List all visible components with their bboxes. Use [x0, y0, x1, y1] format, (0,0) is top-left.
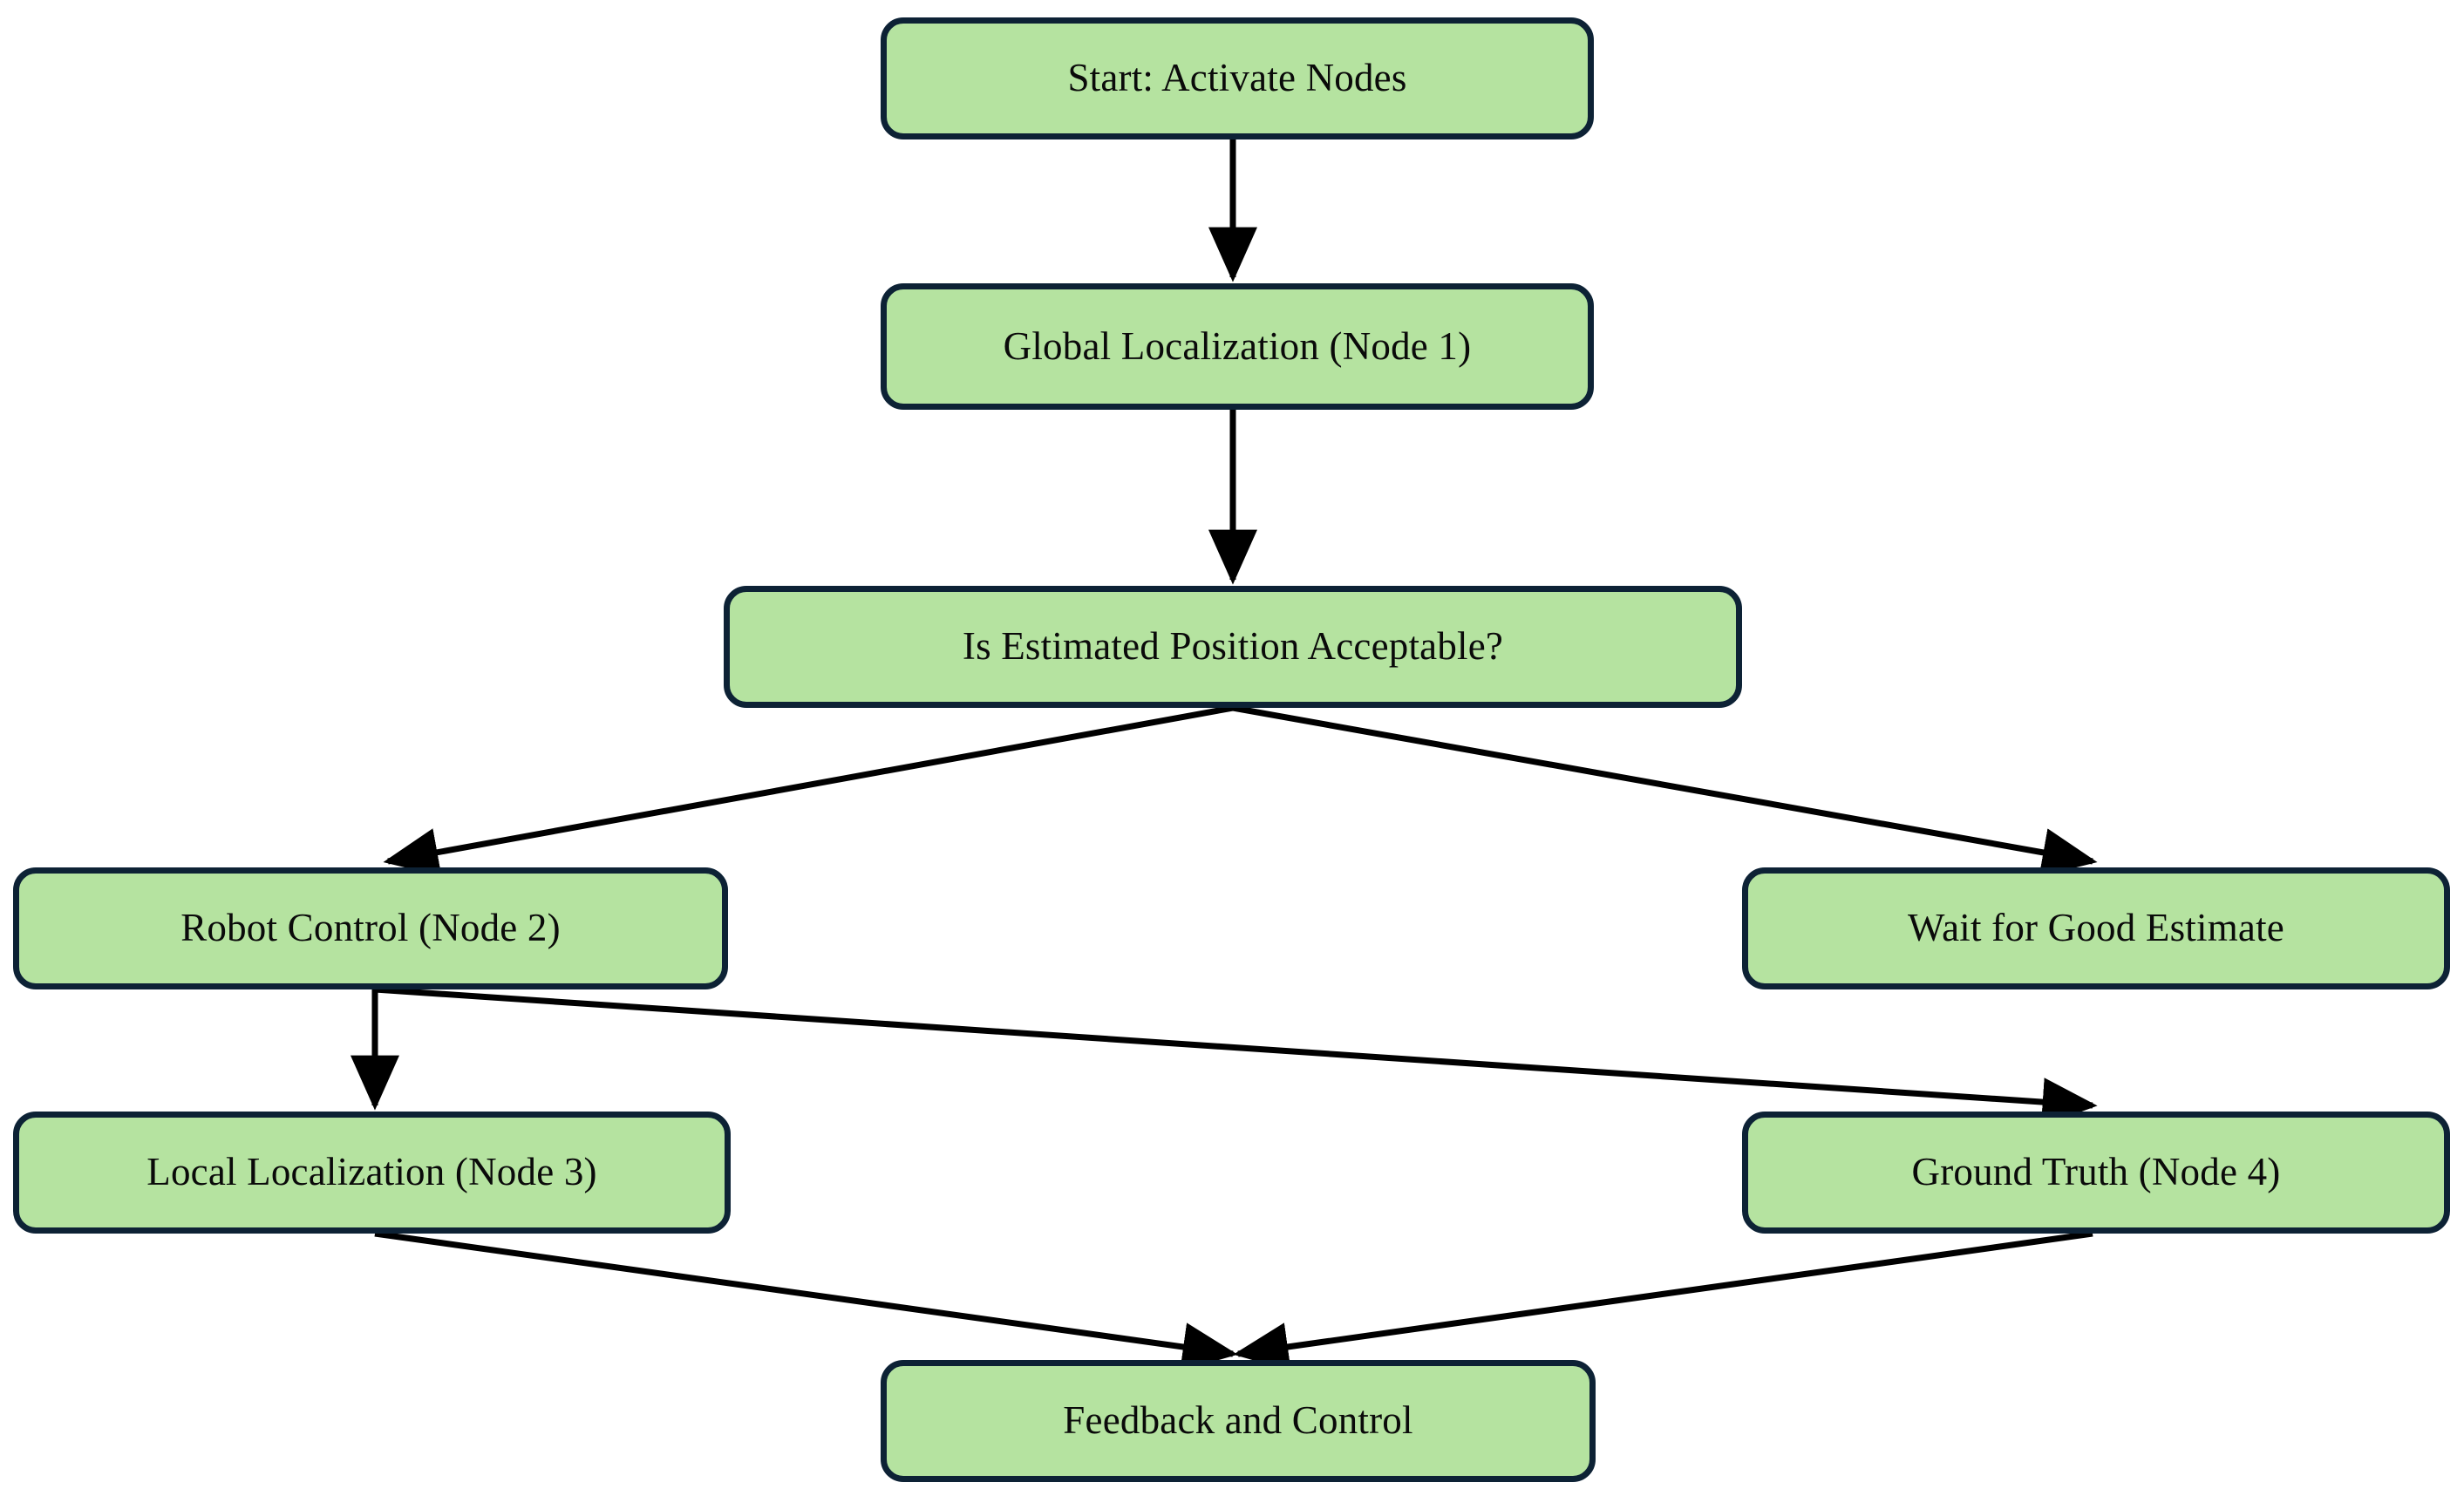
node-ground-truth[interactable]: Ground Truth (Node 4) — [1742, 1112, 2450, 1234]
edge-decision-to-wait-estimate — [1232, 704, 2098, 877]
node-start-label: Start: Activate Nodes — [1067, 56, 1407, 100]
node-global-localization[interactable]: Global Localization (Node 1) — [881, 283, 1594, 410]
node-decision-position-acceptable[interactable]: Is Estimated Position Acceptable? — [724, 586, 1742, 708]
edge-local-localization-to-feedback-control — [374, 1230, 1238, 1371]
node-decision-position-acceptable-label: Is Estimated Position Acceptable? — [962, 624, 1504, 669]
node-robot-control[interactable]: Robot Control (Node 2) — [13, 867, 728, 989]
node-start[interactable]: Start: Activate Nodes — [881, 17, 1594, 139]
node-wait-for-good-estimate-label: Wait for Good Estimate — [1908, 906, 2284, 950]
edge-ground-truth-to-feedback-control — [1233, 1230, 2093, 1371]
node-global-localization-label: Global Localization (Node 1) — [1003, 323, 1472, 368]
node-wait-for-good-estimate[interactable]: Wait for Good Estimate — [1742, 867, 2450, 989]
node-local-localization[interactable]: Local Localization (Node 3) — [13, 1112, 731, 1234]
edge-robot-control-to-ground-truth — [374, 986, 2098, 1127]
node-local-localization-label: Local Localization (Node 3) — [146, 1150, 597, 1194]
edge-decision-to-robot-control — [383, 704, 1234, 877]
node-robot-control-label: Robot Control (Node 2) — [180, 906, 561, 950]
node-feedback-and-control-label: Feedback and Control — [1063, 1398, 1413, 1443]
node-ground-truth-label: Ground Truth (Node 4) — [1911, 1150, 2281, 1194]
node-feedback-and-control[interactable]: Feedback and Control — [881, 1360, 1596, 1482]
